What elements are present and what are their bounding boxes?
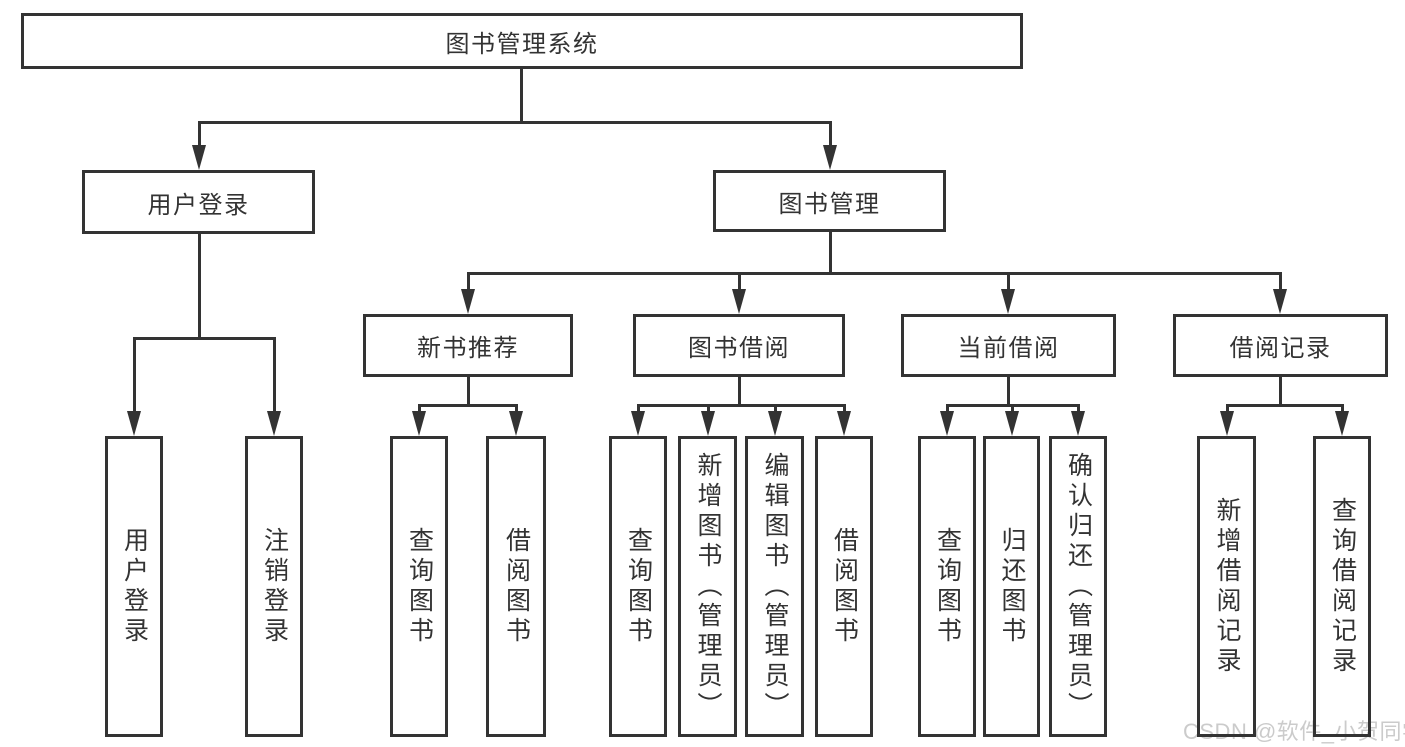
- arrow-down-icon: [1001, 289, 1015, 314]
- connector-level2-bus: [198, 121, 831, 124]
- connector-current-borrow-stem: [1007, 377, 1010, 406]
- leaf-confirm-return-admin: 确认归还（管理员）: [1049, 436, 1107, 737]
- connector-user-login-bus: [133, 337, 275, 340]
- connector-drop-leaf-logout: [273, 337, 276, 415]
- connector-borrow-records-stem: [1279, 377, 1282, 406]
- arrow-down-icon: [127, 411, 141, 436]
- leaf-borrow-books-a: 借阅图书: [486, 436, 546, 737]
- leaf-edit-books-admin: 编辑图书（管理员）: [745, 436, 804, 737]
- connector-drop-book-borrow: [738, 272, 741, 292]
- arrow-down-icon: [823, 145, 837, 170]
- connector-drop-new-book: [467, 272, 470, 292]
- connector-drop-leaf: [774, 404, 777, 415]
- connector-drop-leaf: [843, 404, 846, 415]
- connector-level3-bus: [467, 272, 1281, 275]
- connector-new-book-stem: [467, 377, 470, 406]
- connector-book-borrow-bus: [637, 404, 845, 407]
- csdn-watermark: CSDN @软件_小贺同学: [1183, 719, 1405, 744]
- connector-borrow-records-bus: [1226, 404, 1343, 407]
- connector-drop-leaf: [1341, 404, 1344, 415]
- node-user-login: 用户登录: [82, 170, 315, 234]
- arrow-down-icon: [701, 411, 715, 436]
- leaf-query-books-c: 查询图书: [918, 436, 976, 737]
- arrow-down-icon: [412, 411, 426, 436]
- connector-drop-current-borrow: [1007, 272, 1010, 292]
- connector-drop-leaf: [515, 404, 518, 415]
- connector-drop-leaf: [946, 404, 949, 415]
- connector-drop-leaf: [1011, 404, 1014, 415]
- leaf-query-books-b: 查询图书: [609, 436, 667, 737]
- connector-user-login-stem: [198, 234, 201, 339]
- leaf-add-borrow-record: 新增借阅记录: [1197, 436, 1256, 737]
- connector-book-mgmt-stem: [829, 232, 832, 274]
- arrow-down-icon: [837, 411, 851, 436]
- arrow-down-icon: [940, 411, 954, 436]
- node-book-borrowing: 图书借阅: [633, 314, 845, 377]
- connector-drop-borrow-records: [1279, 272, 1282, 292]
- arrow-down-icon: [267, 411, 281, 436]
- connector-drop-user-login: [198, 121, 201, 148]
- node-new-book-recommend: 新书推荐: [363, 314, 573, 377]
- arrow-down-icon: [1005, 411, 1019, 436]
- leaf-logout-login: 注销登录: [245, 436, 303, 737]
- node-root-library-system: 图书管理系统: [21, 13, 1023, 69]
- arrow-down-icon: [509, 411, 523, 436]
- connector-drop-leaf: [637, 404, 640, 415]
- connector-drop-leaf: [418, 404, 421, 415]
- node-current-borrowing: 当前借阅: [901, 314, 1116, 377]
- connector-root-stem: [520, 69, 523, 123]
- arrow-down-icon: [732, 289, 746, 314]
- connector-new-book-bus: [418, 404, 518, 407]
- leaf-borrow-books-b: 借阅图书: [815, 436, 873, 737]
- arrow-down-icon: [1220, 411, 1234, 436]
- connector-drop-leaf: [1077, 404, 1080, 415]
- node-borrowing-records: 借阅记录: [1173, 314, 1388, 377]
- connector-drop-leaf-user-login: [133, 337, 136, 415]
- leaf-query-borrow-record: 查询借阅记录: [1313, 436, 1371, 737]
- node-book-management: 图书管理: [713, 170, 946, 232]
- leaf-return-books: 归还图书: [983, 436, 1040, 737]
- arrow-down-icon: [768, 411, 782, 436]
- leaf-query-books-a: 查询图书: [390, 436, 448, 737]
- arrow-down-icon: [461, 289, 475, 314]
- arrow-down-icon: [631, 411, 645, 436]
- arrow-down-icon: [1071, 411, 1085, 436]
- leaf-add-books-admin: 新增图书（管理员）: [678, 436, 737, 737]
- connector-drop-leaf: [707, 404, 710, 415]
- arrow-down-icon: [1335, 411, 1349, 436]
- connector-book-borrow-stem: [738, 377, 741, 406]
- connector-drop-book-management: [829, 121, 832, 148]
- arrow-down-icon: [192, 145, 206, 170]
- arrow-down-icon: [1273, 289, 1287, 314]
- leaf-user-login: 用户登录: [105, 436, 163, 737]
- connector-drop-leaf: [1226, 404, 1229, 415]
